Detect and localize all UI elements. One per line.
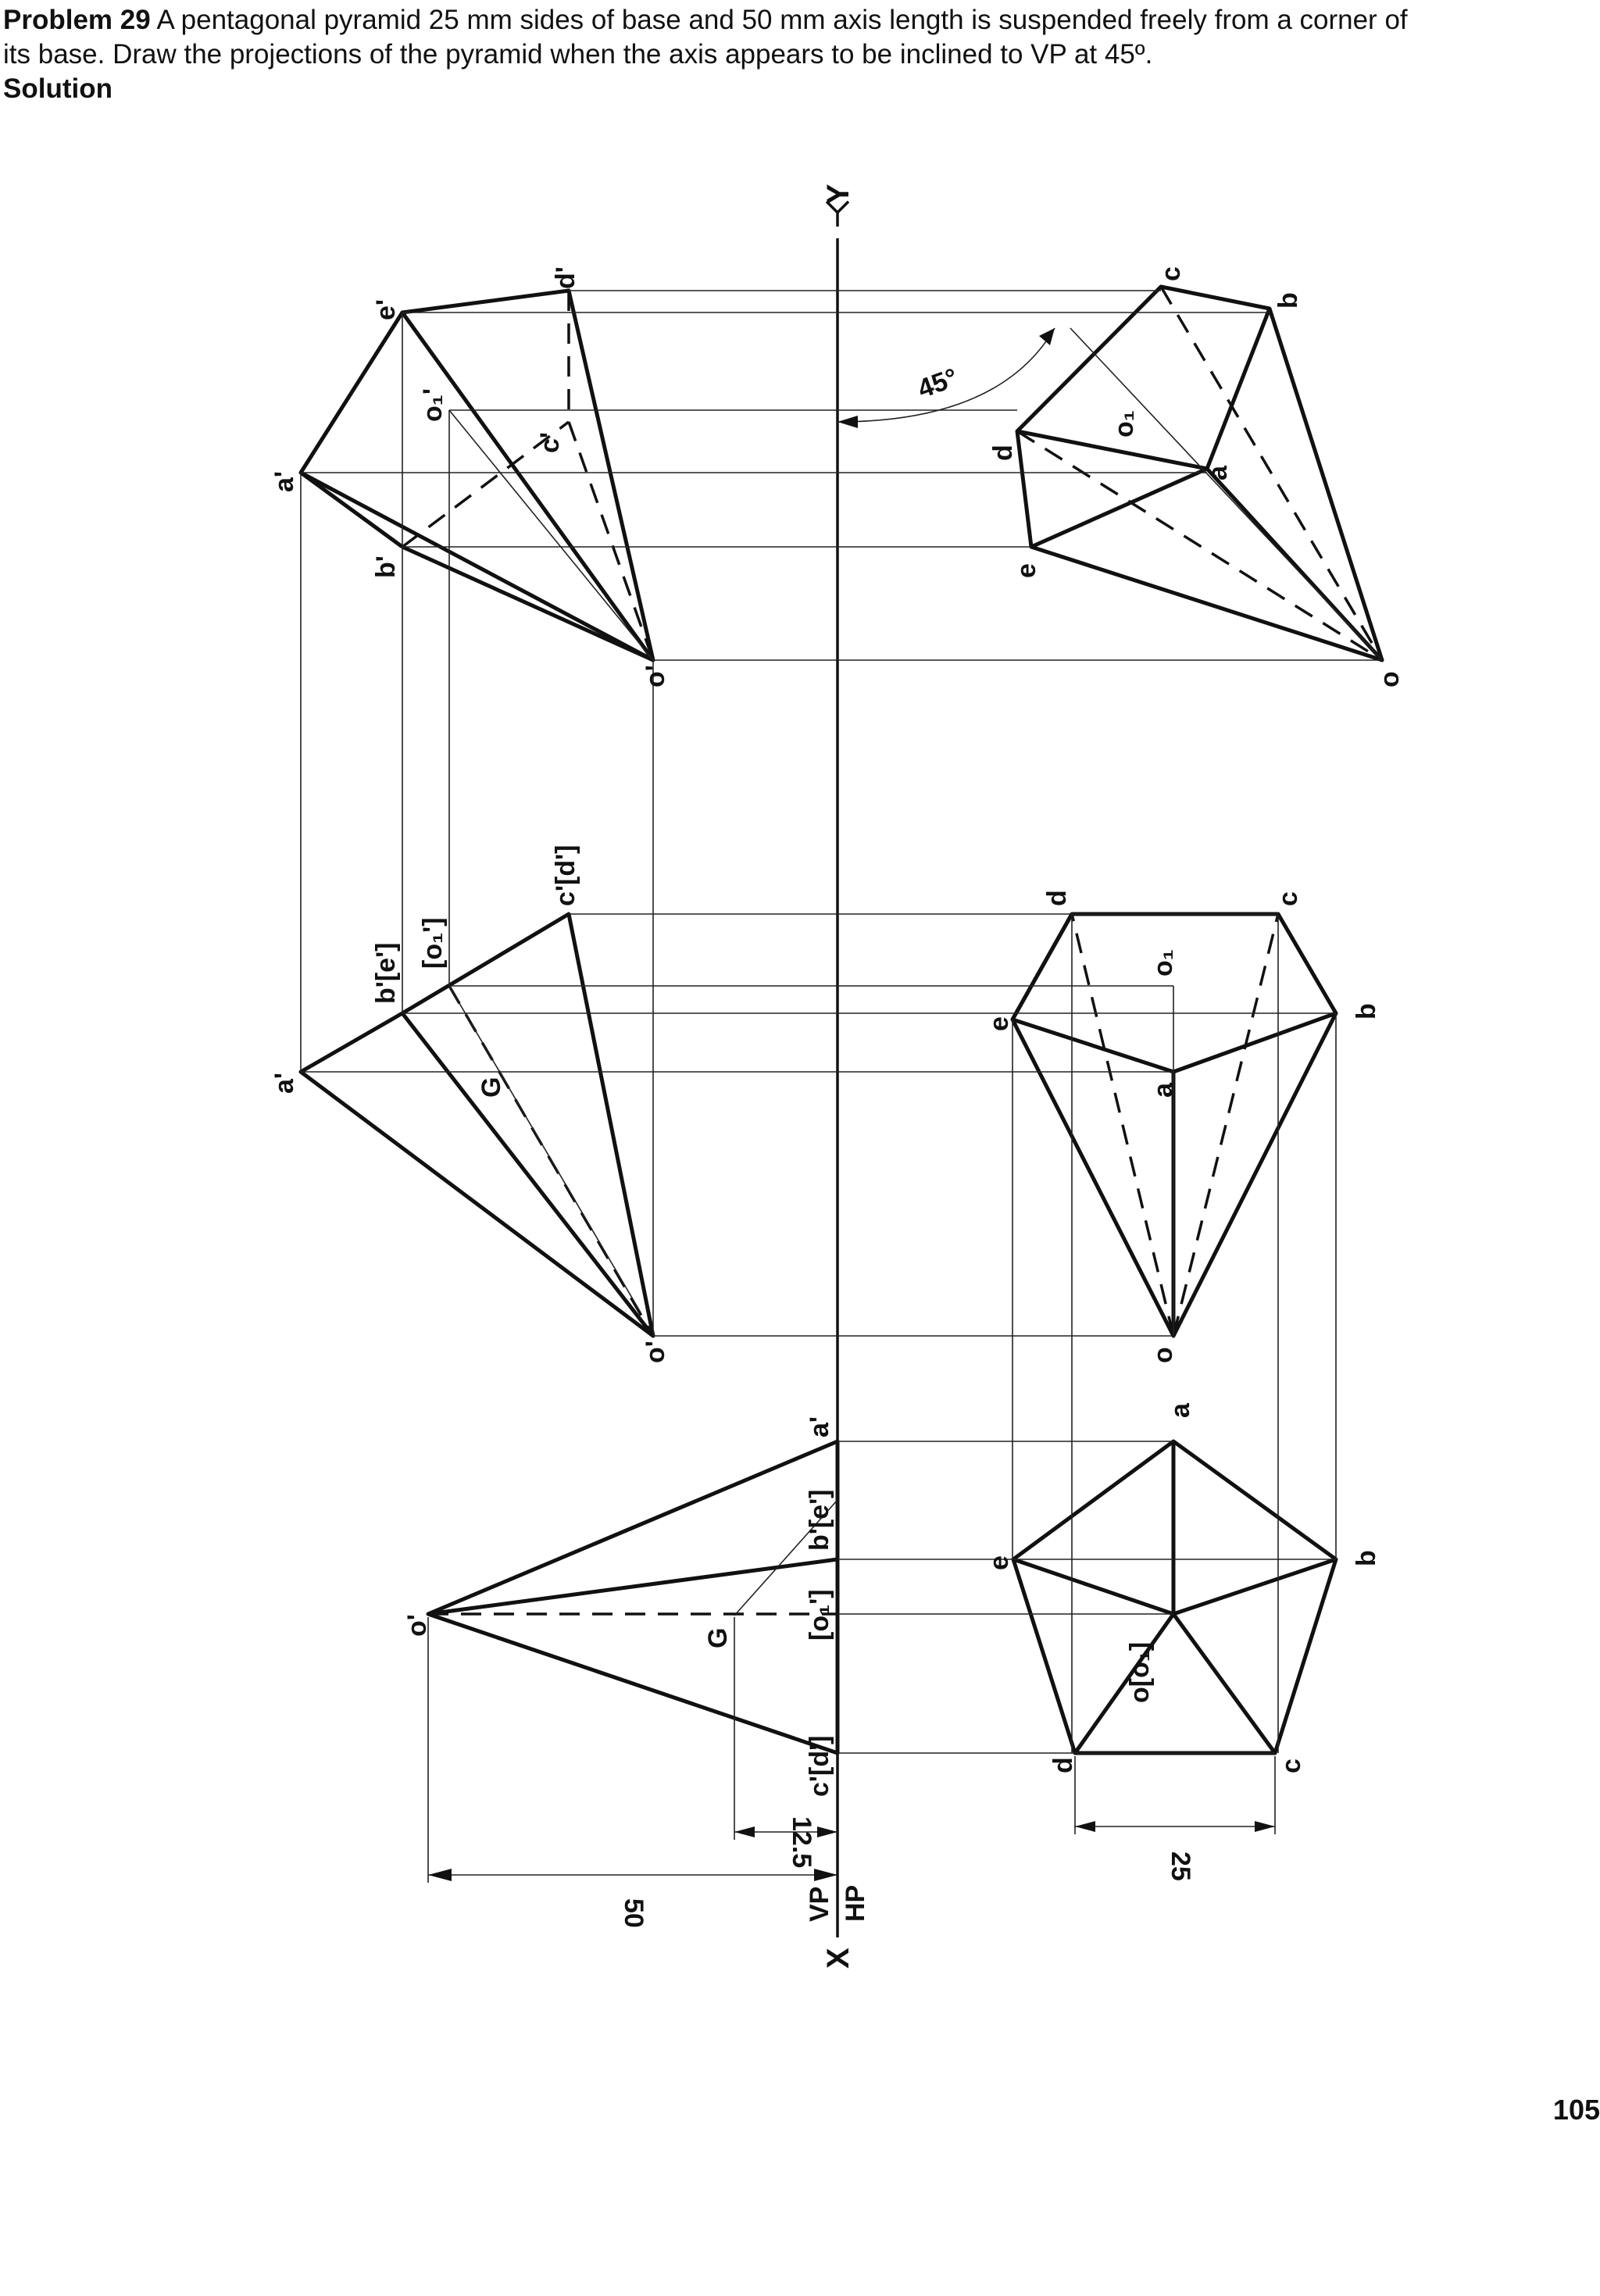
dim-25-arrow-right <box>1255 1821 1275 1832</box>
stage3-edge-c-o-hidden <box>567 421 655 661</box>
label-hp: HP <box>841 1885 870 1922</box>
stage2-tv-oc-hidden <box>1172 913 1280 1337</box>
s2-tv-o1: o₁ <box>1148 949 1178 977</box>
s2-tv-c: c <box>1273 891 1303 906</box>
s2-fv-o: o' <box>641 1341 670 1363</box>
dim-25-text: 25 <box>1166 1851 1195 1881</box>
stage3-labels: a' b' c' d' e' o₁' o' a b c d e o₁ o <box>270 266 1405 687</box>
stage3-tv-d-o-hidden <box>1016 430 1383 662</box>
s3-fv-b: b' <box>371 555 401 578</box>
s1-tv-a: a <box>1166 1402 1195 1418</box>
s3-fv-c: c' <box>535 432 565 453</box>
stage1-tv-od <box>1073 1612 1176 1755</box>
stage2-centroid-g <box>448 985 641 1313</box>
s3-tv-o: o <box>1375 671 1405 687</box>
problem-number: Problem 29 <box>3 5 151 35</box>
s3-fv-o: o' <box>641 665 670 687</box>
s3-fv-a: a' <box>270 471 299 492</box>
problem-line-1: Problem 29 A pentagonal pyramid 25 mm si… <box>3 3 1597 37</box>
stage1-centroid-g <box>734 1499 838 1616</box>
stage3-tv-axis <box>1070 327 1383 661</box>
page-number: 105 <box>1552 2094 1600 2126</box>
s2-tv-d: d <box>1042 890 1072 906</box>
s3-fv-o1: o₁' <box>418 388 448 422</box>
label-x: X <box>821 1948 855 1969</box>
dim-25-arrow-left <box>1075 1821 1095 1832</box>
problem-heading: Problem 29 A pentagonal pyramid 25 mm si… <box>3 3 1597 106</box>
s2-fv-g: G <box>477 1077 506 1098</box>
stage2-labels: a' b'[e'] [o₁'] c'[d'] o' G o a b c d e … <box>270 845 1381 1364</box>
s2-fv-be: b'[e'] <box>371 943 401 1005</box>
stage2-tv-ab <box>1173 1011 1337 1074</box>
s2-tv-b: b <box>1352 1003 1381 1019</box>
stage3-tv-a-d <box>1016 429 1208 471</box>
s2-tv-o: o <box>1148 1347 1178 1363</box>
s3-tv-e: e <box>1012 563 1041 578</box>
s1-tv-c: c <box>1277 1759 1306 1773</box>
s1-fv-cd: c'[d'] <box>805 1736 834 1798</box>
stage3-top-view <box>1015 284 1384 662</box>
stage2-edge-o-be <box>401 1012 655 1337</box>
s1-fv-g: G <box>703 1628 733 1648</box>
s1-fv-a: a' <box>805 1416 834 1437</box>
angle-arc-arrow-2 <box>838 416 858 428</box>
dim-125-text: 12.5 <box>787 1816 816 1868</box>
stage3-axis <box>448 409 654 661</box>
dim-125-arrow-right <box>817 1826 838 1837</box>
s2-tv-e: e <box>984 1016 1014 1031</box>
dim-50-arrow-right <box>814 1869 838 1881</box>
stage3-tv-a-b <box>1205 308 1272 470</box>
s1-fv-o1: [o₁'] <box>805 1589 834 1641</box>
s2-tv-a: a <box>1148 1082 1178 1098</box>
s1-tv-e: e <box>984 1555 1014 1570</box>
stage3-edge-b-c-hidden <box>401 420 570 548</box>
stage1-front-view <box>426 1439 840 1755</box>
stage3-tv-a-e <box>1030 466 1209 549</box>
s2-fv-o1: [o₁'] <box>418 917 448 969</box>
stage1-tv-ob <box>1173 1557 1337 1616</box>
label-vp: VP <box>805 1887 834 1922</box>
stage3-edge-e-o <box>400 311 655 662</box>
s1-tv-d: d <box>1048 1757 1078 1773</box>
s3-tv-c: c <box>1156 266 1186 281</box>
stage3-tv-c-o-hidden <box>1159 286 1384 661</box>
stage2-tv-ea <box>1012 1017 1174 1074</box>
dim-50-arrow-left <box>428 1869 452 1881</box>
s2-fv-cd: c'[d'] <box>551 845 580 907</box>
stage1-edge-o-be <box>427 1557 838 1616</box>
s3-tv-o1: o₁ <box>1109 410 1139 437</box>
stage1-tv-oc <box>1171 1612 1277 1755</box>
stage2-front-view <box>298 912 655 1338</box>
s2-fv-a: a' <box>270 1073 299 1094</box>
problem-statement-line-1: A pentagonal pyramid 25 mm sides of base… <box>156 5 1408 35</box>
stage3-edge-b-o <box>401 545 655 662</box>
s1-tv-b: b <box>1352 1550 1381 1566</box>
problem-statement-line-2: its base. Draw the projections of the py… <box>3 39 1153 70</box>
s1-tv-o: o[o₁] <box>1125 1642 1155 1703</box>
s3-tv-b: b <box>1273 292 1303 309</box>
reference-labels: X Y VP HP 50 12.5 25 45° <box>619 184 1195 1969</box>
stage3-edge-a-b <box>299 470 404 549</box>
stage2-tv-od-hidden <box>1070 913 1175 1337</box>
stage1-labels: o' a' b'[e'] [o₁'] c'[d'] G a b c d e o[… <box>402 1402 1381 1797</box>
s3-fv-e: e' <box>371 299 401 320</box>
s1-fv-o: o' <box>402 1614 432 1637</box>
s3-tv-d: d <box>988 445 1018 461</box>
solution-label: Solution <box>3 73 112 104</box>
s1-fv-be: b'[e'] <box>805 1490 834 1551</box>
s3-tv-a: a <box>1203 465 1233 480</box>
stage3-front-view <box>298 288 655 662</box>
dim-50-text: 50 <box>619 1898 648 1928</box>
stage1-tv-oe <box>1012 1557 1174 1616</box>
dim-125-arrow-left <box>734 1826 755 1837</box>
angle-text: 45° <box>914 362 962 404</box>
angle-arc <box>837 327 1055 423</box>
angle-arc-arrow <box>1039 328 1055 345</box>
s3-fv-d: d' <box>551 266 580 289</box>
label-y: Y <box>821 184 855 205</box>
